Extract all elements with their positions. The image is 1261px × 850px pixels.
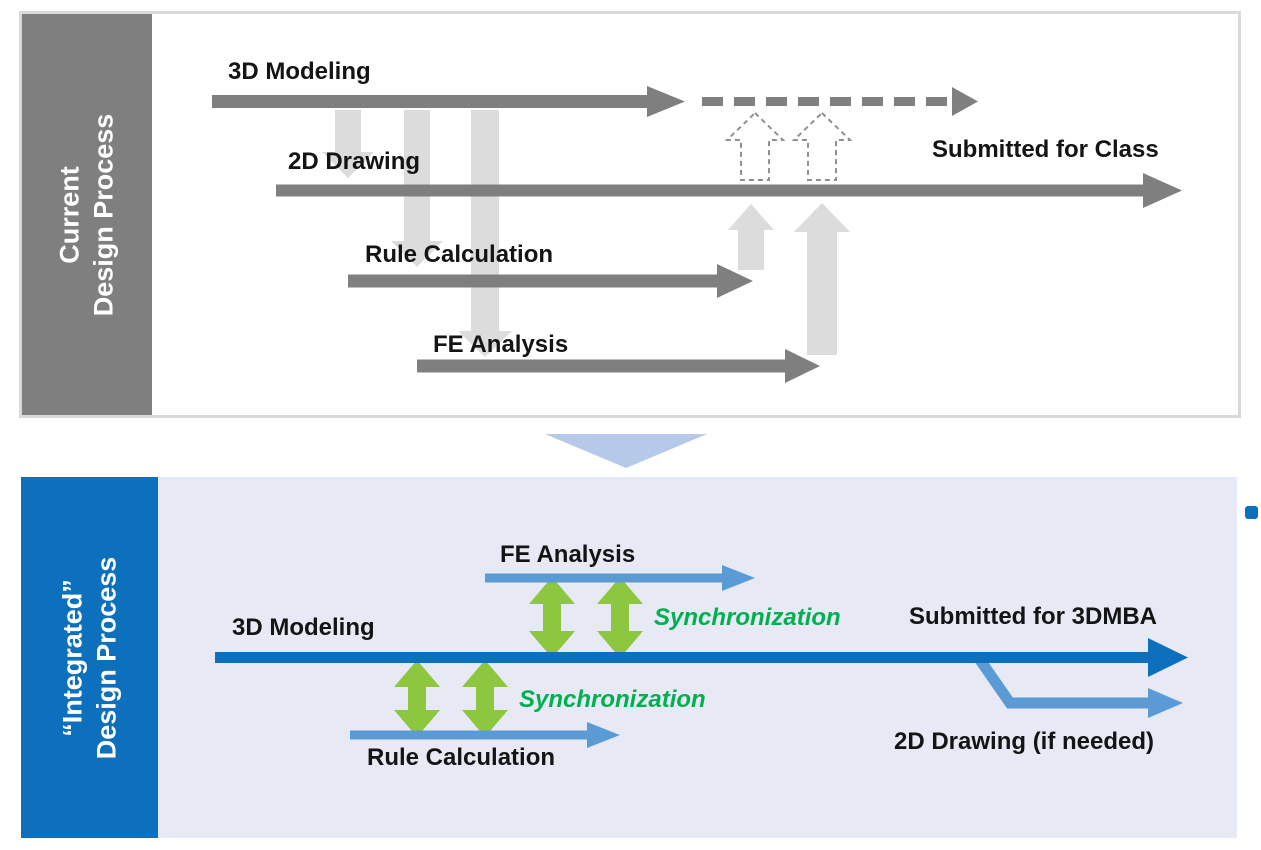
current-process-sidebar: Current Design Process — [22, 14, 152, 415]
label-synchronization-bottom: Synchronization — [519, 686, 706, 713]
label-submitted-for-3dmba: Submitted for 3DMBA — [909, 603, 1157, 630]
down-triangle-connector-icon — [545, 434, 707, 468]
fe-timeline-arrow — [485, 565, 755, 591]
bullet-dot-icon — [1245, 506, 1258, 519]
drawing-branch-arrowhead — [1148, 688, 1183, 718]
current-process-diagram — [212, 86, 1182, 383]
label-synchronization-top: Synchronization — [654, 604, 841, 631]
drawing-branch-line — [973, 653, 1148, 709]
label-fe-analysis: FE Analysis — [500, 541, 636, 568]
modeling-dashed-arrowhead — [952, 87, 978, 116]
sync-double-arrow-icon — [597, 577, 643, 658]
down-arrow-icon — [322, 110, 374, 178]
label-fe-analysis: FE Analysis — [433, 331, 569, 358]
label-rule-calculation: Rule Calculation — [367, 744, 556, 771]
integrated-process-panel: “Integrated” Design Process FE Analysis … — [21, 477, 1237, 838]
current-process-panel: Current Design Process 3D Modeling 2D Dr… — [19, 11, 1241, 418]
down-arrow-icon — [458, 110, 512, 357]
up-arrow-icon — [728, 204, 774, 270]
integrated-process-diagram — [215, 565, 1188, 748]
label-2d-drawing-if-needed: 2D Drawing (if needed) — [894, 728, 1155, 755]
rule-timeline-arrow — [348, 264, 753, 298]
sync-double-arrow-icon — [529, 577, 575, 658]
drawing-timeline-arrow — [276, 173, 1182, 208]
sync-double-arrow-icon — [462, 660, 508, 737]
dashed-up-arrow-icon — [791, 111, 853, 181]
modeling-timeline-arrow — [215, 638, 1188, 677]
dashed-up-arrow-icon — [724, 111, 786, 181]
integrated-process-sidebar: “Integrated” Design Process — [21, 477, 158, 838]
label-3d-modeling: 3D Modeling — [232, 614, 375, 641]
rule-timeline-arrow — [350, 722, 620, 748]
up-arrow-icon — [794, 203, 850, 355]
sync-double-arrow-icon — [394, 660, 440, 737]
label-rule-calculation: Rule Calculation — [365, 241, 554, 268]
fe-timeline-arrow — [417, 349, 820, 383]
label-3d-modeling: 3D Modeling — [228, 58, 371, 85]
label-2d-drawing: 2D Drawing — [288, 148, 421, 175]
label-submitted-for-class: Submitted for Class — [932, 136, 1159, 163]
modeling-timeline-arrow — [212, 86, 685, 117]
